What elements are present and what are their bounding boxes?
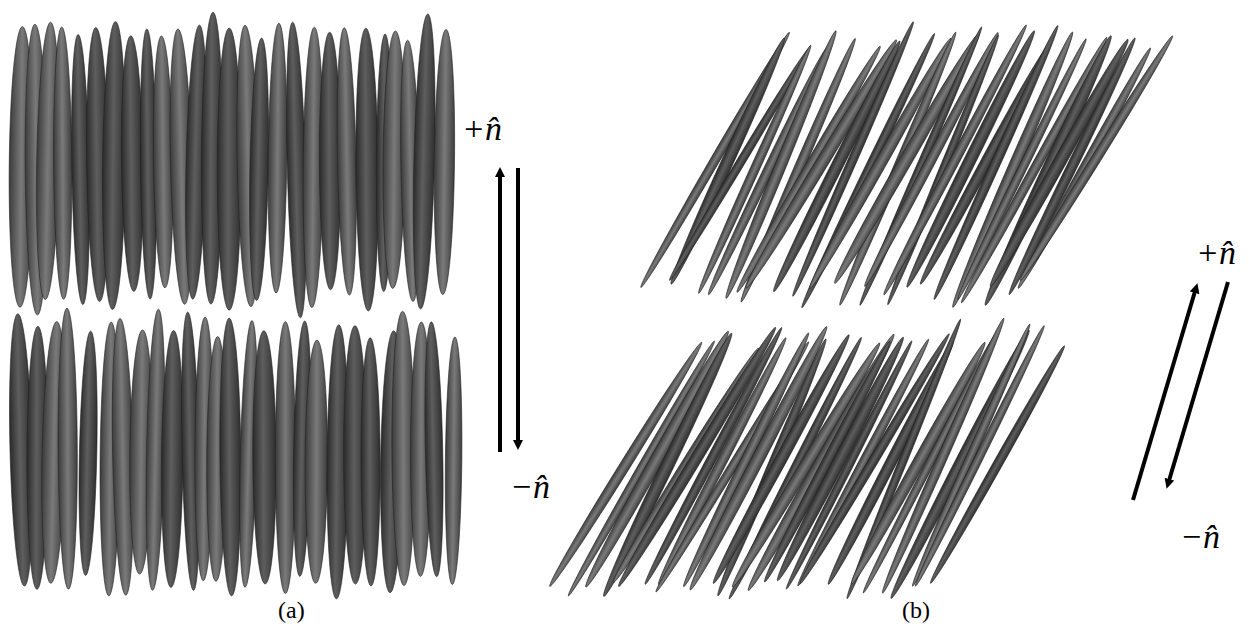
ellipsoid-particle	[912, 324, 1048, 588]
ellipsoid-particle	[77, 331, 100, 576]
ellipsoid-particle	[247, 38, 270, 301]
arrow-up	[1133, 288, 1196, 500]
ellipsoid-particle	[1016, 33, 1176, 283]
ellipsoid-particle	[361, 338, 381, 586]
ellipsoid-particle	[53, 27, 73, 300]
ellipsoid-particle	[878, 316, 1008, 595]
panel-caption: (a)	[278, 598, 305, 622]
ellipsoid-particle	[219, 318, 242, 596]
ellipsoid-particle	[909, 322, 1034, 587]
ellipsoid-particle	[252, 331, 277, 584]
ellipsoid-particle	[410, 14, 438, 310]
director-arrows	[500, 168, 1228, 500]
smectic-a-particles	[7, 12, 463, 599]
director-label: −n̂	[510, 470, 550, 504]
ellipsoid-particle	[267, 23, 288, 293]
ellipsoid-particle	[423, 322, 446, 577]
director-label: +n̂	[1196, 236, 1236, 270]
arrow-down	[516, 168, 520, 445]
ellipsoid-particle	[927, 343, 1069, 585]
ellipsoid-particle	[335, 28, 359, 296]
ellipsoid-particle	[1005, 36, 1140, 297]
arrow-down	[1168, 282, 1228, 484]
ellipsoid-particle	[355, 28, 380, 311]
ellipsoid-particle	[160, 330, 184, 587]
ellipsoid-particle	[275, 322, 295, 594]
ellipsoid-particle	[985, 36, 1133, 289]
director-label: −n̂	[1180, 520, 1220, 554]
ellipsoid-particle	[433, 29, 456, 294]
arrow-up	[498, 172, 502, 452]
smectic-c-particles	[545, 20, 1176, 601]
ellipsoid-particle	[444, 337, 463, 585]
ellipsoid-particle	[304, 340, 328, 583]
director-label: +n̂	[462, 112, 502, 146]
ellipsoid-particle	[57, 308, 78, 589]
panel-caption: (b)	[902, 598, 930, 622]
